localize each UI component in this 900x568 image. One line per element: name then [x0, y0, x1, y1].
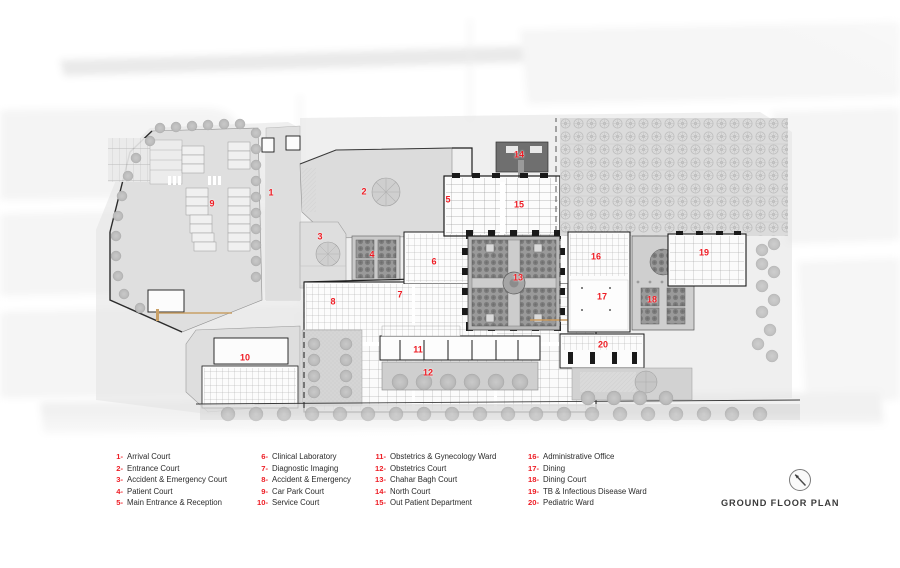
plan-marker-1: 1: [268, 187, 274, 198]
plan-marker-16: 16: [590, 251, 602, 262]
legend-entry-number: 11-: [375, 452, 386, 461]
legend-entry-number: 17-: [528, 463, 539, 473]
legend: 1- Arrival Court 2- Entrance Court 3- Acciden…: [108, 452, 768, 514]
legend-entry-number: 3-: [116, 475, 123, 485]
legend-entry-label: Arrival Court: [127, 452, 171, 461]
legend-entry-number: 12-: [375, 463, 386, 473]
legend-column-4: 16- Administrative Office 17- Dining 18- Dini…: [524, 452, 647, 510]
legend-entry: 20- Pediatric Ward: [524, 498, 647, 510]
legend-entry: 14- North Court: [371, 487, 496, 499]
legend-entry-number: 2-: [116, 463, 123, 473]
legend-entry: 6- Clinical Laboratory: [253, 452, 351, 464]
accident-emergency-court: [299, 221, 347, 289]
plan-marker-7: 7: [397, 289, 403, 300]
plan-marker-10: 10: [239, 352, 251, 363]
legend-entry-number: 18-: [528, 475, 539, 485]
legend-entry-number: 5-: [116, 498, 123, 508]
legend-entry: 2- Entrance Court: [108, 464, 227, 476]
legend-entry: 10- Service Court: [253, 498, 351, 510]
plan-marker-4: 4: [369, 249, 375, 260]
admin-dining-block: [567, 231, 631, 333]
plan-marker-8: 8: [330, 296, 336, 307]
plan-marker-13: 13: [512, 272, 524, 283]
legend-entry-number: 7-: [261, 463, 268, 473]
legend-column-1: 1- Arrival Court 2- Entrance Court 3- Acciden…: [108, 452, 227, 510]
legend-column-2: 6- Clinical Laboratory 7- Diagnostic Imagin…: [253, 452, 351, 510]
legend-entry: 3- Accident & Emergency Court: [108, 475, 227, 487]
legend-entry-label: Car Park Court: [272, 486, 324, 496]
legend-entry: 1- Arrival Court: [108, 452, 227, 464]
legend-entry: 13- Chahar Bagh Court: [371, 475, 496, 487]
legend-entry: 5- Main Entrance & Reception: [108, 498, 227, 510]
page-title: GROUND FLOOR PLAN: [721, 498, 840, 508]
plan-marker-18: 18: [646, 294, 658, 305]
legend-entry-label: Administrative Office: [543, 452, 615, 461]
legend-entry: 19- TB & Infectious Disease Ward: [524, 487, 647, 499]
legend-entry-label: Chahar Bagh Court: [390, 475, 458, 485]
legend-entry-number: 10-: [257, 498, 268, 508]
legend-entry-label: Entrance Court: [127, 463, 180, 473]
service-yard: [301, 329, 363, 407]
legend-entry-number: 6-: [261, 452, 268, 461]
legend-entry-number: 16-: [528, 452, 539, 461]
legend-entry-label: Out Patient Department: [390, 498, 472, 508]
site-plan-graphic: [0, 0, 900, 445]
legend-entry-label: Main Entrance & Reception: [127, 498, 222, 508]
legend-entry: 17- Dining: [524, 464, 647, 476]
legend-entry-label: Dining Court: [543, 475, 587, 485]
legend-entry-label: Clinical Laboratory: [272, 452, 337, 461]
legend-entry-label: Obstetrics & Gynecology Ward: [390, 452, 497, 461]
legend-entry-number: 1-: [116, 452, 123, 461]
tb-ward-block: [667, 231, 747, 287]
plan-marker-9: 9: [209, 198, 215, 209]
legend-entry-number: 14-: [375, 486, 386, 496]
legend-entry-number: 13-: [375, 475, 386, 485]
legend-entry-number: 8-: [261, 475, 268, 485]
legend-entry-label: North Court: [390, 486, 431, 496]
north-arrow-icon: [789, 469, 811, 491]
plan-marker-12: 12: [422, 367, 434, 378]
legend-column-3: 11- Obstetrics & Gynecology Ward 12- Obstet…: [371, 452, 496, 510]
plan-marker-17: 17: [596, 291, 608, 302]
plan-marker-19: 19: [698, 247, 710, 258]
legend-entry-number: 20-: [528, 498, 539, 508]
legend-entry: 15- Out Patient Department: [371, 498, 496, 510]
legend-entry: 7- Diagnostic Imaging: [253, 464, 351, 476]
patient-court: [351, 235, 401, 281]
legend-entry: 8- Accident & Emergency: [253, 475, 351, 487]
legend-entry: 12- Obstetrics Court: [371, 464, 496, 476]
legend-entry: 18- Dining Court: [524, 475, 647, 487]
legend-entry-number: 19-: [528, 486, 539, 496]
plan-marker-15: 15: [513, 199, 525, 210]
plan-marker-5: 5: [445, 194, 451, 205]
plan-marker-11: 11: [413, 344, 423, 355]
legend-entry: 16- Administrative Office: [524, 452, 647, 464]
orchard-grid: [560, 118, 788, 236]
legend-entry-label: Diagnostic Imaging: [272, 463, 339, 473]
legend-entry: 4- Patient Court: [108, 487, 227, 499]
plan-marker-20: 20: [597, 339, 609, 350]
legend-entry: 9- Car Park Court: [253, 487, 351, 499]
legend-entry-label: Pediatric Ward: [543, 498, 594, 508]
legend-entry-label: Dining: [543, 463, 566, 473]
plan-marker-6: 6: [431, 256, 437, 267]
legend-entry-number: 15-: [375, 498, 386, 508]
legend-entry-number: 4-: [116, 486, 123, 496]
legend-entry-label: Service Court: [272, 498, 320, 508]
legend-entry-number: 9-: [261, 486, 268, 496]
legend-entry: 11- Obstetrics & Gynecology Ward: [371, 452, 496, 464]
legend-entry-label: Obstetrics Court: [390, 463, 447, 473]
plan-marker-14: 14: [513, 149, 525, 160]
legend-entry-label: Accident & Emergency: [272, 475, 351, 485]
obstetrics-court: [381, 361, 539, 391]
chahar-bagh-court: [467, 235, 561, 331]
legend-entry-label: Patient Court: [127, 486, 173, 496]
legend-entry-label: Accident & Emergency Court: [127, 475, 228, 485]
legend-entry-label: TB & Infectious Disease Ward: [543, 486, 647, 496]
plan-marker-3: 3: [317, 231, 323, 242]
service-court: [185, 325, 301, 413]
plan-marker-2: 2: [361, 186, 367, 197]
southeast-garden: [571, 367, 693, 406]
